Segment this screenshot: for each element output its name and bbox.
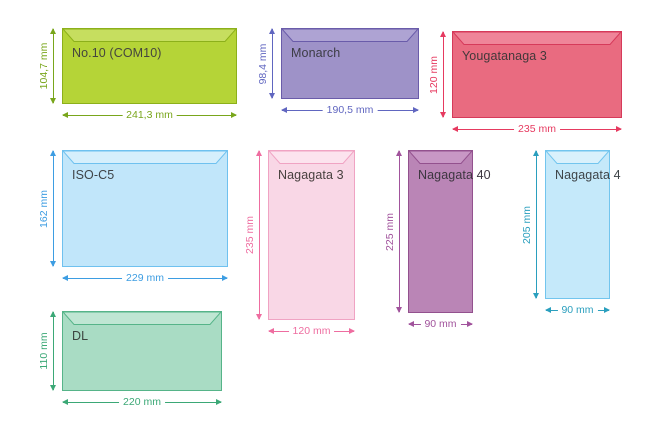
height-arrow-icon bbox=[256, 150, 262, 320]
envelope-name: No.10 (COM10) bbox=[72, 46, 162, 60]
envelope-flap-icon bbox=[453, 32, 621, 45]
height-arrow-icon bbox=[440, 31, 446, 118]
envelope-figure-monarch: 98,4 mm Monarch 190,5 mm bbox=[257, 28, 419, 117]
width-dimension: 229 mm bbox=[62, 272, 228, 285]
width-dimension-label: 220 mm bbox=[119, 397, 165, 408]
envelope-body: Monarch bbox=[281, 28, 419, 99]
envelope-name: Nagagata 40 bbox=[418, 168, 491, 182]
width-dimension-label: 235 mm bbox=[514, 124, 560, 135]
width-dimension: 120 mm bbox=[268, 325, 355, 338]
height-arrow-icon bbox=[50, 150, 56, 267]
envelope-flap-icon bbox=[409, 151, 472, 164]
envelope-figure-nagagata-3: 235 mm Nagagata 3 120 mm bbox=[244, 150, 355, 338]
envelope-flap-icon bbox=[63, 29, 236, 42]
envelope-body: ISO-C5 bbox=[62, 150, 228, 267]
envelope-name: ISO-C5 bbox=[72, 168, 115, 182]
envelope-body: DL bbox=[62, 311, 222, 391]
height-dimension-label: 120 mm bbox=[428, 55, 440, 94]
envelope-body: No.10 (COM10) bbox=[62, 28, 237, 104]
height-dimension-label: 235 mm bbox=[244, 216, 256, 254]
height-dimension-label: 104,7 mm bbox=[38, 42, 50, 90]
envelope-name: DL bbox=[72, 329, 89, 343]
height-dimension-label: 162 mm bbox=[38, 189, 50, 228]
height-dimension-label: 110 mm bbox=[38, 332, 50, 370]
width-dimension: 90 mm bbox=[545, 304, 610, 317]
height-arrow-icon bbox=[269, 28, 275, 99]
width-dimension-label: 190,5 mm bbox=[322, 105, 378, 116]
width-dimension-label: 120 mm bbox=[288, 326, 335, 337]
envelope-flap-icon bbox=[63, 312, 221, 325]
height-arrow-icon bbox=[50, 311, 56, 391]
height-dimension-label: 225 mm bbox=[384, 212, 396, 251]
envelope-figure-yougatanaga-3: 120 mm Yougatanaga 3 235 mm bbox=[428, 31, 622, 136]
envelope-figure-nagagata-4: 205 mm Nagagata 4 90 mm bbox=[521, 150, 621, 317]
width-dimension-label: 90 mm bbox=[557, 305, 598, 316]
width-dimension: 241,3 mm bbox=[62, 109, 237, 122]
width-dimension-label: 229 mm bbox=[122, 273, 168, 284]
envelope-flap-icon bbox=[63, 151, 227, 164]
width-dimension-label: 90 mm bbox=[420, 319, 461, 330]
envelope-body: Yougatanaga 3 bbox=[452, 31, 622, 118]
envelope-name: Nagagata 3 bbox=[278, 168, 344, 182]
envelope-body: Nagagata 4 bbox=[545, 150, 621, 299]
envelope-body: Nagagata 40 bbox=[408, 150, 491, 313]
envelope-figure-no-10-com10: 104,7 mm No.10 (COM10) 241,3 mm bbox=[38, 28, 237, 122]
envelope-figure-iso-c5: 162 mm ISO-C5 229 mm bbox=[38, 150, 228, 285]
height-arrow-icon bbox=[533, 150, 539, 299]
envelope-flap-icon bbox=[269, 151, 354, 164]
envelope-figure-nagagata-40: 225 mm Nagagata 40 90 mm bbox=[384, 150, 491, 331]
width-dimension: 90 mm bbox=[408, 318, 473, 331]
width-dimension: 235 mm bbox=[452, 123, 622, 136]
envelope-name: Monarch bbox=[291, 46, 341, 60]
width-dimension-label: 241,3 mm bbox=[122, 110, 177, 121]
height-arrow-icon bbox=[50, 28, 56, 104]
envelope-flap-icon bbox=[546, 151, 609, 164]
width-dimension: 220 mm bbox=[62, 396, 222, 409]
envelope-body: Nagagata 3 bbox=[268, 150, 355, 320]
width-dimension: 190,5 mm bbox=[281, 104, 419, 117]
envelope-flap-icon bbox=[282, 29, 418, 42]
envelope-name: Yougatanaga 3 bbox=[462, 49, 547, 63]
height-dimension-label: 205 mm bbox=[521, 205, 533, 244]
envelope-name: Nagagata 4 bbox=[555, 168, 621, 182]
envelope-figure-dl: 110 mm DL 220 mm bbox=[38, 311, 222, 409]
height-arrow-icon bbox=[396, 150, 402, 313]
height-dimension-label: 98,4 mm bbox=[257, 43, 269, 84]
